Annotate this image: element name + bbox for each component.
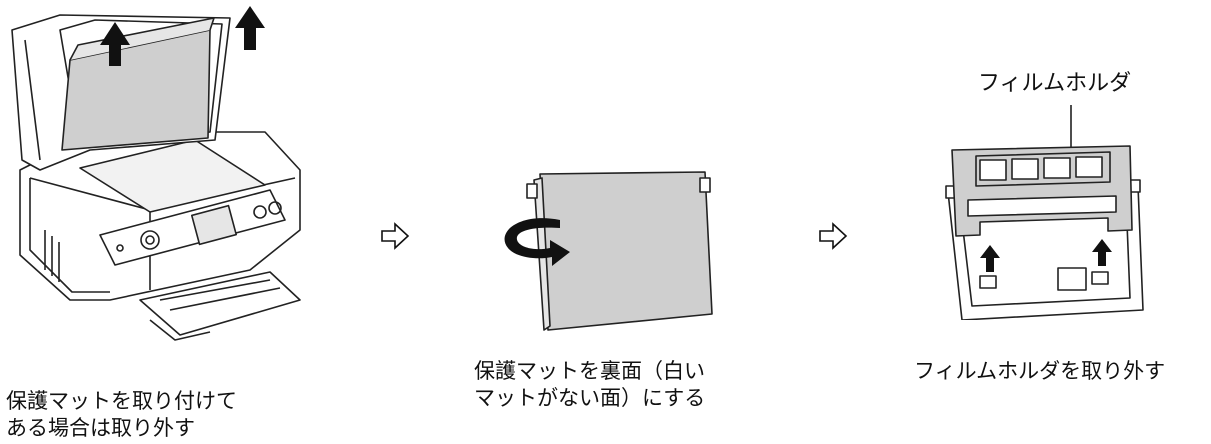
rotate-arrow-icon: [504, 218, 570, 266]
step-3-caption: フィルムホルダを取り外す: [914, 359, 1166, 383]
printer-illustration: [11, 6, 301, 341]
up-arrow-icon: [980, 239, 1112, 272]
next-step-arrow-icon: [819, 222, 848, 250]
step-2-caption: 保護マットを裏面（白い マットがない面）にする: [474, 359, 706, 410]
mat-flip-illustration: [504, 171, 713, 331]
next-step-arrow-icon: [381, 222, 410, 250]
film-holder-callout-label: フィルムホルダ: [978, 71, 1132, 96]
film-holder-illustration: [945, 105, 1144, 320]
step-1-caption: 保護マットを取り付けて ある場合は取り外す: [6, 389, 237, 440]
up-arrow-icon: [100, 6, 265, 66]
